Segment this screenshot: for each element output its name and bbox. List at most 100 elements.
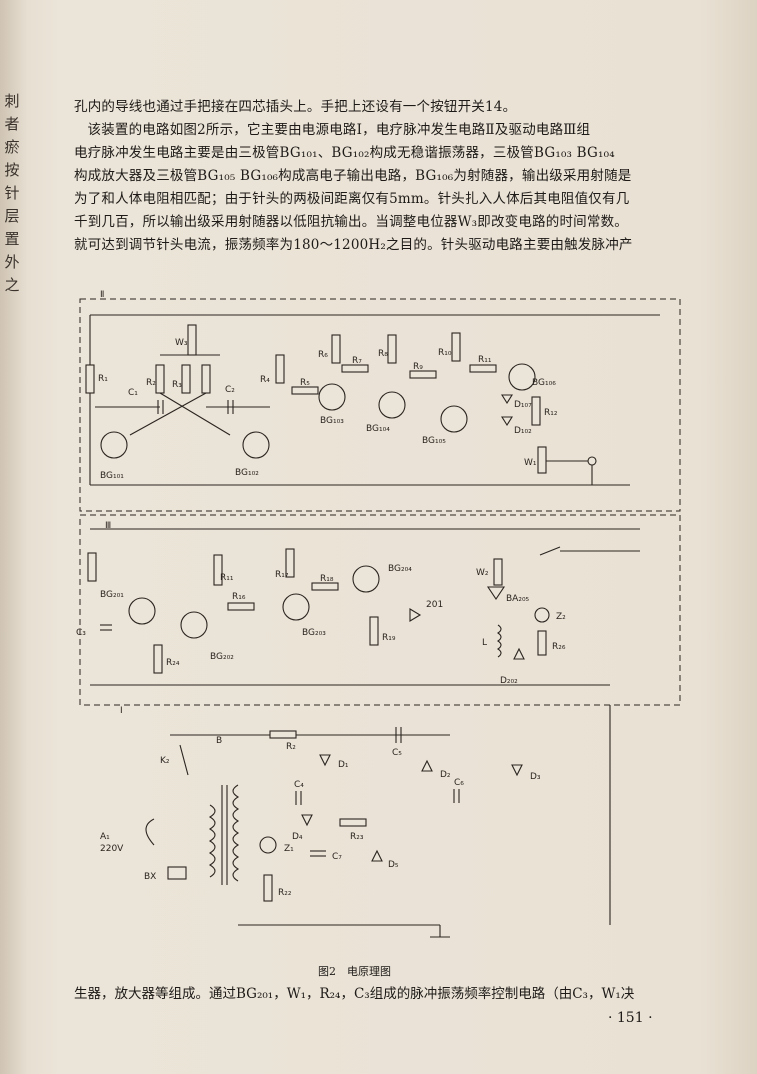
comp-label: BG₁₀₁	[100, 471, 124, 481]
comp-label: R₁	[98, 374, 108, 384]
comp-label: BG₂₀₁	[100, 590, 124, 600]
left-page-gutter-text: 刺 者 瘀 按 针 层 置 外 之	[0, 90, 24, 297]
comp-label: 220V	[100, 844, 124, 854]
transistor-BG102	[242, 431, 270, 459]
section-label: Ⅲ	[105, 521, 111, 531]
comp-label: C₂	[225, 385, 235, 395]
resistor-R5	[291, 386, 319, 395]
comp-label: R₁₀	[438, 348, 452, 358]
paragraph-line: 孔内的导线也通过手把接在四芯插头上。手把上还设有一个按钮开关14。	[74, 99, 517, 115]
paragraph-line: 千到几百，所以输出级采用射随器以低阻抗输出。当调整电位器W₃即改变电路的时间常数…	[74, 214, 628, 230]
comp-label: BG₁₀₃	[320, 416, 344, 426]
comp-label: 201	[426, 600, 443, 610]
comp-label: D₁₀₇	[514, 400, 532, 410]
resistor-W-pot	[87, 552, 97, 582]
comp-label: R₃	[172, 380, 182, 390]
output-terminal	[587, 456, 597, 466]
gutter-char: 针	[4, 184, 20, 202]
comp-label: R₂₄	[166, 658, 180, 668]
paragraph-line: 就可达到调节针头电流，振荡频率为180～1200H₂之目的。针头驱动电路主要由触…	[74, 237, 633, 253]
comp-label: R₁₈	[320, 574, 334, 584]
paragraph-line: 电疗脉冲发生电路主要是由三极管BG₁₀₁、BG₁₀₂构成无稳谐振荡器，三极管BG…	[74, 145, 615, 161]
comp-label: D₁₀₂	[514, 426, 532, 436]
comp-label: R₁₁	[478, 355, 492, 365]
paragraph-line: 该装置的电路如图2所示，它主要由电源电路Ⅰ，电疗脉冲发生电路Ⅱ及驱动电路Ⅲ组	[87, 122, 591, 138]
diode-D202	[513, 647, 525, 660]
diode-201	[409, 608, 422, 622]
section-III-boundary	[79, 514, 681, 706]
comp-label: R₁₉	[382, 633, 396, 643]
resistor-R26	[537, 630, 547, 656]
section-label: Ⅰ	[120, 706, 123, 716]
section-II-boundary	[79, 298, 681, 512]
transistor-BG201	[128, 597, 156, 625]
comp-label: D₅	[388, 860, 399, 870]
comp-label: BG₂₀₄	[388, 564, 412, 574]
comp-label: BG₂₀₂	[210, 652, 234, 662]
resistor-R11	[469, 364, 497, 373]
comp-label: R₁₂	[544, 408, 558, 418]
diode-D3	[511, 764, 523, 777]
comp-label: C₇	[332, 852, 342, 862]
page-number: · 151 ·	[608, 1010, 653, 1026]
comp-label: R₂₆	[552, 642, 566, 652]
resistor-R4	[275, 354, 285, 384]
resistor-R18	[311, 582, 339, 591]
gutter-char: 层	[4, 207, 20, 225]
resistor-R11b	[213, 554, 223, 586]
resistor-R16	[227, 602, 255, 611]
comp-label: R₁₆	[232, 592, 246, 602]
comp-label: BX	[144, 872, 156, 882]
gutter-char: 置	[4, 230, 20, 248]
gutter-char: 按	[4, 161, 20, 179]
comp-label: L	[482, 638, 487, 648]
resistor-W2	[493, 558, 503, 586]
transistor-BG204	[352, 565, 380, 593]
comp-label: BG₁₀₅	[422, 436, 446, 446]
resistor-W1	[537, 446, 547, 474]
comp-label: R₇	[352, 356, 362, 366]
comp-label: D₁	[338, 760, 349, 770]
resistor-R2	[155, 364, 165, 394]
gutter-char: 瘀	[4, 138, 20, 156]
comp-label: D₄	[292, 832, 303, 842]
inductor-L	[497, 624, 502, 658]
transformer-secondary	[232, 784, 240, 882]
resistor-R8	[387, 334, 397, 364]
comp-label: R₁₁	[220, 573, 234, 583]
resistor-R17	[285, 548, 295, 578]
diode-D2	[421, 759, 433, 772]
resistor-R3b	[201, 364, 211, 394]
comp-label: R₈	[378, 349, 388, 359]
transistor-BG103	[318, 383, 346, 411]
resistor-R10	[451, 332, 461, 362]
comp-label: R₅	[300, 378, 310, 388]
diode-D102	[501, 416, 513, 427]
figure-caption: 图2 电原理图	[318, 965, 391, 978]
section-label: Ⅱ	[100, 290, 104, 300]
transistor-BG101	[100, 431, 128, 459]
circuit-schematic: Ⅱ Ⅲ Ⅰ W₃ R₁ R₂ R₃ C₁ C₂ BG₁₀₁	[76, 290, 681, 938]
fuse-BX	[167, 866, 187, 880]
diode-D107	[501, 394, 513, 405]
gutter-char: 外	[4, 253, 20, 271]
comp-label: D₂	[440, 770, 451, 780]
comp-label: R₂	[146, 378, 156, 388]
resistor-R19	[369, 616, 379, 646]
comp-label: C₅	[392, 748, 402, 758]
comp-label: R₂	[286, 742, 296, 752]
resistor-R23	[339, 818, 367, 827]
lamp-Z1	[259, 836, 277, 854]
transistor-BG106	[508, 363, 536, 391]
comp-label: R₁₇	[275, 570, 289, 580]
transistor-BG203	[282, 593, 310, 621]
body-text-continued: 生器，放大器等组成。通过BG₂₀₁，W₁，R₂₄，C₃组成的脉冲振荡频率控制电路…	[74, 986, 635, 1002]
diode-D1	[319, 754, 331, 767]
resistor-R7	[341, 364, 369, 373]
comp-label: BG₁₀₂	[235, 468, 259, 478]
plug-A1	[145, 818, 155, 846]
resistor-R3	[181, 364, 191, 394]
diode-D5	[371, 849, 383, 862]
resistor-R22	[263, 874, 273, 902]
